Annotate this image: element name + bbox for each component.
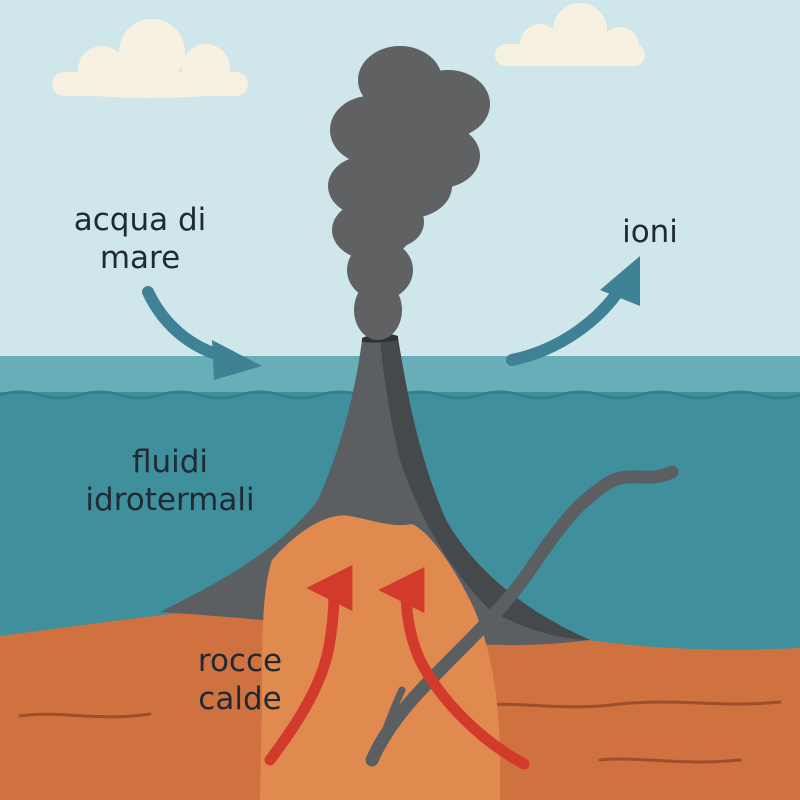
ions-arrow-head — [600, 256, 640, 306]
smoke-column — [328, 46, 490, 340]
seawater-arrow-head — [212, 340, 262, 380]
label-ions: ioni — [622, 214, 678, 250]
cloud-left — [52, 19, 248, 98]
heat-arrow-right — [378, 566, 530, 770]
label-hot-rocks: rocce calde — [197, 643, 283, 717]
cloud-right — [495, 3, 645, 66]
label-seawater: acqua di mare — [73, 202, 207, 276]
vent-plume — [365, 465, 679, 767]
heat-arrow-left — [264, 564, 353, 766]
volcano-shadow — [380, 338, 590, 640]
vent-crack — [368, 686, 406, 764]
ions-arrow — [506, 280, 628, 366]
label-hydrothermal-fluids: fluidi idrotermali — [85, 444, 255, 518]
